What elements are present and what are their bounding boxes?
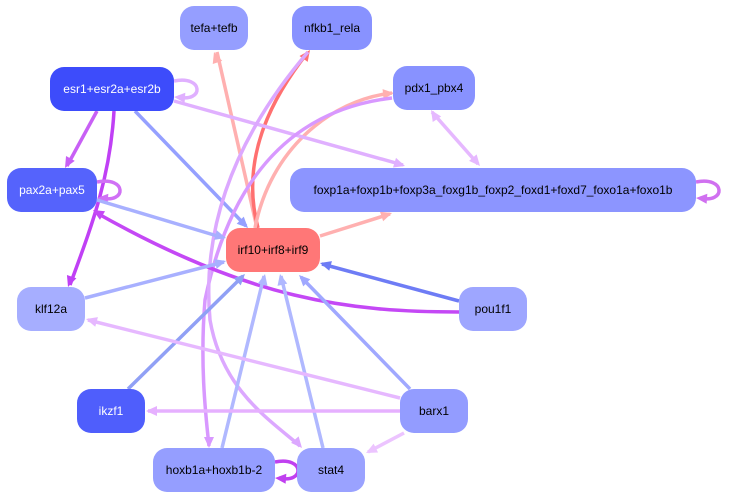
edge-hoxb1-to-irf	[220, 275, 266, 449]
node-label: foxp1a+foxp1b+foxp3a_foxg1b_foxp2_foxd1+…	[314, 183, 673, 197]
self-loop-edge-pax2a_pax5	[96, 179, 122, 201]
arrowhead-pdx1_pbx4-to-foxp	[469, 154, 480, 166]
node-stat4[interactable]: stat4	[297, 448, 365, 492]
node-label: nfkb1_rela	[304, 21, 360, 35]
edge-nfkb1_rela-to-stat4	[207, 50, 310, 448]
arrowhead-pax2a_pax5-to-irf	[214, 230, 226, 240]
node-label: irf10+irf8+irf9	[238, 243, 309, 257]
arrowhead-pdx1_pbx4-to-hoxb1	[204, 437, 214, 448]
node-label: klf12a	[35, 302, 67, 316]
node-box[interactable]	[50, 67, 174, 111]
arrowhead-esr-to-pax2a_pax5	[65, 155, 75, 168]
node-box[interactable]	[297, 448, 365, 492]
arrowhead-irf-to-foxp	[379, 211, 392, 222]
arrowhead-irf-to-pdx1_pbx4	[382, 89, 394, 100]
arrowhead-foxp-self	[696, 193, 708, 204]
edge-esr-to-irf	[133, 109, 248, 228]
arrowhead-foxp-to-pdx1_pbx4	[431, 110, 442, 122]
node-hoxb1[interactable]: hoxb1a+hoxb1b-2	[153, 448, 275, 492]
edge-stat4-to-irf	[279, 275, 325, 449]
arrowhead-pou1f1-to-irf	[320, 261, 332, 271]
node-label: ikzf1	[99, 404, 124, 418]
edge-barx1-to-klf12a	[87, 318, 401, 400]
arrowhead-irf-to-tefa_tefb	[212, 52, 223, 65]
self-loop-edge-hoxb1	[274, 459, 300, 481]
node-irf[interactable]: irf10+irf8+irf9	[226, 228, 320, 272]
edge-irf-to-tefa_tefb	[215, 51, 259, 229]
node-foxp[interactable]: foxp1a+foxp1b+foxp3a_foxg1b_foxp2_foxd1+…	[290, 168, 696, 212]
arrowhead-esr-to-foxp	[393, 157, 405, 168]
arrowhead-barx1-to-klf12a	[86, 317, 98, 327]
node-box[interactable]	[400, 389, 468, 433]
node-box[interactable]	[290, 168, 696, 212]
arrowhead-esr-self	[174, 92, 186, 103]
arrowhead-barx1-to-stat4	[366, 443, 379, 453]
arrowhead-hoxb1-self	[275, 473, 287, 484]
arrowhead-pou1f1-to-pax2a_pax5	[93, 210, 106, 220]
node-box[interactable]	[393, 66, 475, 110]
node-pax2a-pax5[interactable]: pax2a+pax5	[7, 168, 97, 212]
node-nfkb1-rela[interactable]: nfkb1_rela	[292, 6, 372, 50]
node-label: tefa+tefb	[190, 21, 237, 35]
node-ikzf1[interactable]: ikzf1	[77, 389, 145, 433]
node-pdx1-pbx4[interactable]: pdx1_pbx4	[393, 66, 475, 110]
arrowhead-hoxb1-to-irf	[257, 274, 268, 286]
edge-pou1f1-to-irf	[321, 262, 460, 303]
edge-ikzf1-to-irf	[126, 274, 245, 391]
node-label: stat4	[318, 463, 344, 477]
arrowhead-barx1-to-irf	[299, 275, 311, 287]
edge-esr-to-pax2a_pax5	[65, 110, 99, 167]
node-label: esr1+esr2a+esr2b	[63, 82, 161, 96]
node-esr[interactable]: esr1+esr2a+esr2b	[50, 67, 174, 111]
nodes-layer: tefa+tefb nfkb1_rela esr1+esr2a+esr2b pdx1_…	[7, 6, 696, 492]
node-box[interactable]	[7, 168, 97, 212]
arrowhead-ikzf1-to-irf	[233, 274, 245, 286]
node-label: pax2a+pax5	[19, 183, 85, 197]
node-label: pdx1_pbx4	[405, 81, 464, 95]
edge-pdx1_pbx4-to-hoxb1	[201, 96, 393, 447]
node-box[interactable]	[292, 6, 372, 50]
arrowhead-barx1-to-ikzf1	[146, 406, 157, 416]
edge-klf12a-to-irf	[84, 260, 225, 300]
self-loop-edge-esr	[173, 78, 199, 100]
edge-barx1-to-irf	[299, 275, 412, 391]
edge-esr-to-foxp	[173, 99, 404, 167]
node-klf12a[interactable]: klf12a	[17, 287, 85, 331]
node-label: hoxb1a+hoxb1b-2	[166, 463, 263, 477]
node-barx1[interactable]: barx1	[400, 389, 468, 433]
edge-pdx1_pbx4-to-foxp	[430, 110, 480, 166]
node-pou1f1[interactable]: pou1f1	[459, 287, 527, 331]
edge-pax2a_pax5-to-irf	[96, 198, 225, 240]
edge-esr-to-klf12a	[68, 110, 116, 286]
node-label: pou1f1	[475, 302, 512, 316]
arrowhead-klf12a-to-irf	[214, 259, 226, 269]
arrowhead-esr-to-klf12a	[66, 274, 77, 287]
edges-layer	[65, 50, 721, 484]
edge-pou1f1-to-pax2a_pax5	[94, 210, 460, 314]
self-loop-edge-foxp	[695, 179, 721, 201]
arrowhead-stat4-to-irf	[277, 274, 288, 286]
edge-irf-to-foxp	[319, 212, 391, 238]
arrowhead-nfkb1_rela-to-stat4	[291, 436, 302, 448]
node-box[interactable]	[17, 287, 85, 331]
node-box[interactable]	[77, 389, 145, 433]
arrowhead-esr-to-irf	[236, 216, 248, 228]
edge-irf-to-pdx1_pbx4	[253, 91, 393, 229]
node-box[interactable]	[153, 448, 275, 492]
node-tefa-tefb[interactable]: tefa+tefb	[180, 6, 248, 50]
node-label: barx1	[419, 404, 449, 418]
node-box[interactable]	[226, 228, 320, 272]
node-box[interactable]	[459, 287, 527, 331]
node-box[interactable]	[180, 6, 248, 50]
